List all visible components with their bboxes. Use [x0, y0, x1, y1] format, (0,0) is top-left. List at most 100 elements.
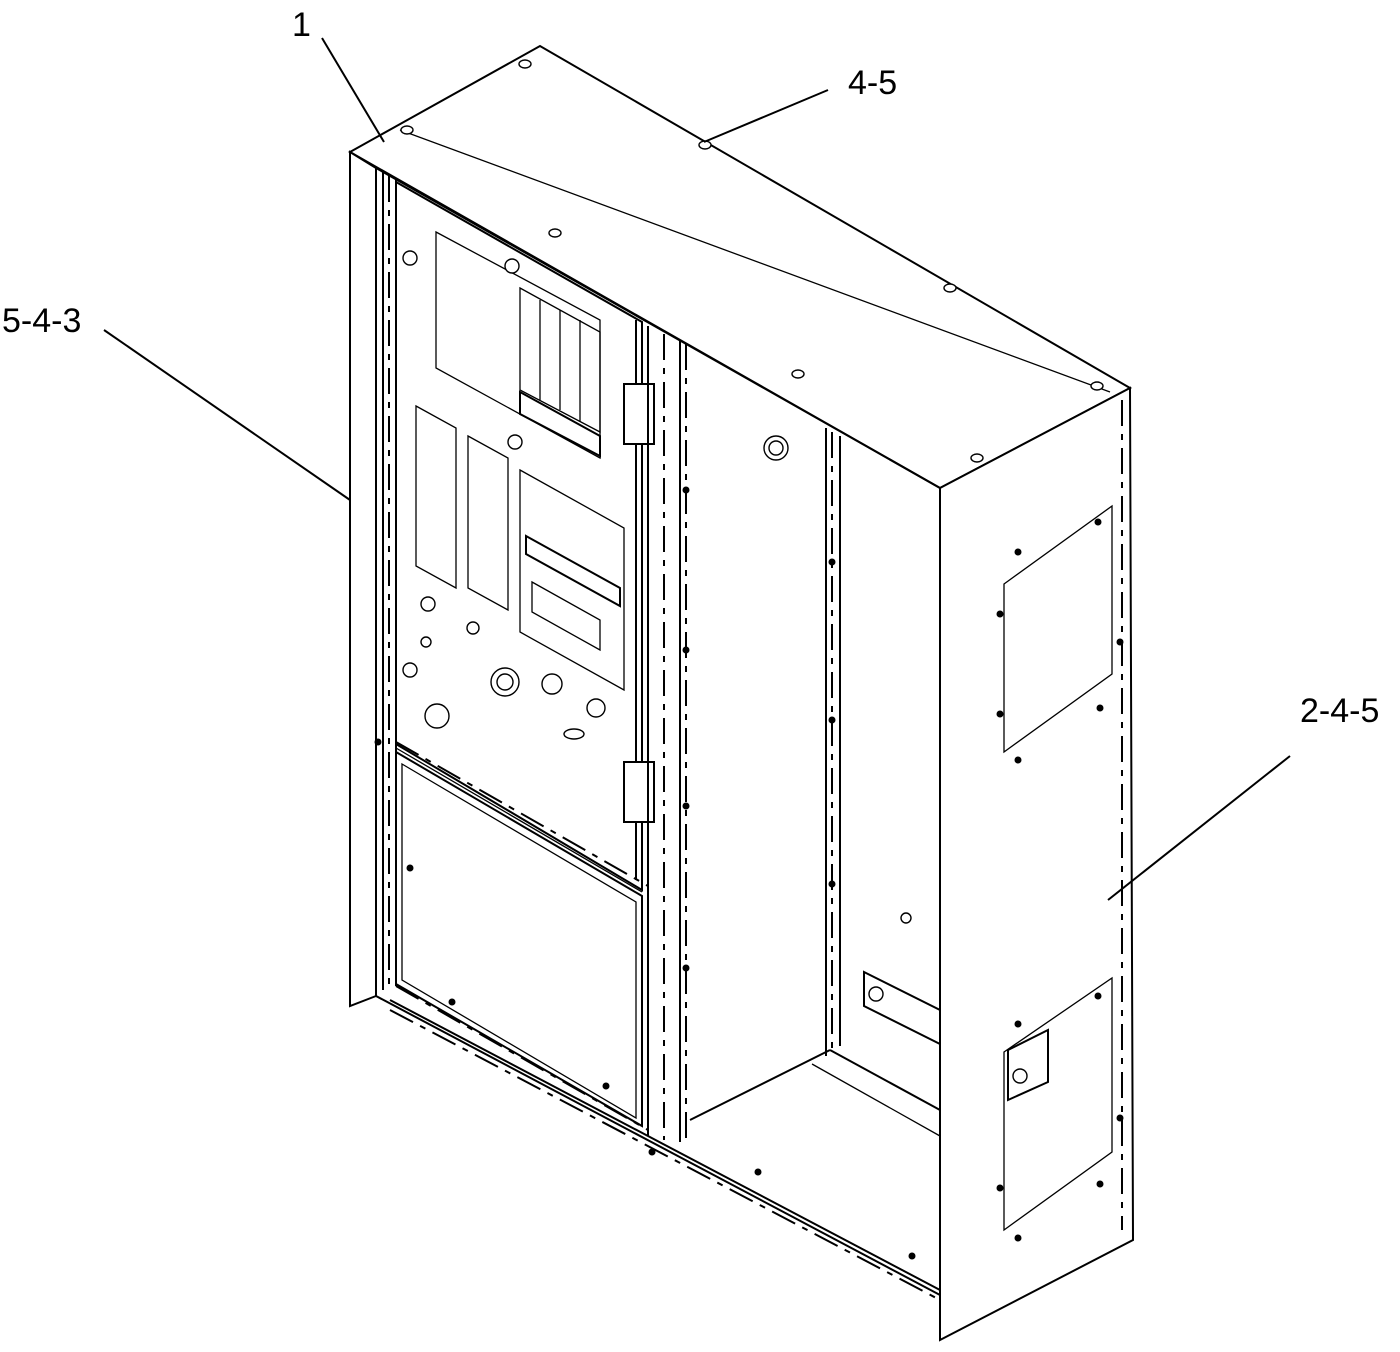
side-cutout-upper	[1003, 504, 1113, 754]
side-cutouts	[1003, 400, 1123, 1232]
key-switch-icon	[563, 728, 585, 740]
rivet-icon	[996, 610, 1004, 618]
left-frame	[382, 172, 397, 990]
top-inner-edge	[399, 129, 1111, 393]
rivet-icon	[1094, 992, 1102, 1000]
bolt-icon	[400, 125, 414, 135]
bolt-icon	[1090, 381, 1104, 391]
floor-edge	[689, 1049, 831, 1121]
cover-inner	[401, 762, 637, 1120]
left-side-strip	[349, 150, 377, 1008]
rivet-icon	[682, 646, 690, 654]
callout-4-5: 4-5	[848, 64, 897, 102]
rivet-icon	[1116, 638, 1124, 646]
connector-icon	[424, 703, 450, 729]
floor-edge	[811, 1063, 941, 1137]
bolt-icon	[791, 369, 805, 379]
rivet-icon	[908, 1252, 916, 1260]
base-line	[389, 999, 941, 1291]
floor-edge	[829, 1049, 941, 1111]
hole-icon	[466, 621, 480, 635]
knob-icon	[507, 434, 523, 450]
terminal-block-lower	[531, 580, 601, 652]
terminal-rail-upper	[519, 390, 601, 458]
pushbutton-icon	[541, 673, 563, 695]
knob-icon	[504, 258, 520, 274]
callout-5-4-3: 5-4-3	[2, 302, 81, 340]
front-top-edge	[375, 167, 941, 489]
rivet-icon	[1014, 548, 1022, 556]
terminal-rail-lower	[525, 534, 621, 608]
callout-2-4-5: 2-4-5	[1300, 692, 1379, 730]
rivet-icon	[682, 802, 690, 810]
busbar	[863, 970, 941, 1046]
lug-icon	[1012, 1068, 1028, 1084]
cover-outline	[395, 750, 643, 1128]
lug-icon	[868, 986, 884, 1002]
hinge-upper-icon	[623, 383, 655, 445]
leader-lines	[103, 37, 1291, 901]
inner-compartment	[689, 428, 941, 1137]
hole-icon	[900, 912, 912, 924]
rivet-icon	[996, 1184, 1004, 1192]
rivet-icon	[754, 1168, 762, 1176]
rivet-icon	[406, 864, 414, 872]
terminal-block-upper	[519, 286, 601, 434]
side-cutout-lower	[1003, 976, 1113, 1232]
cutout-mid	[467, 434, 509, 612]
rivet-icon	[996, 710, 1004, 718]
indicator-icon	[402, 662, 418, 678]
pushbutton-icon	[586, 698, 606, 718]
rivet-icon	[682, 486, 690, 494]
cover-dash	[395, 985, 649, 1131]
rivet-icon	[602, 1082, 610, 1090]
emergency-stop-center-icon	[496, 673, 514, 691]
lower-cover-panel	[389, 741, 941, 1301]
hole-icon	[420, 596, 436, 612]
right-side-panel	[939, 386, 1135, 1342]
cover-dash	[395, 741, 649, 887]
bolt-icon	[548, 228, 562, 238]
front-bottom-edge	[375, 995, 941, 1296]
leader-line-4	[1107, 755, 1291, 901]
rivet-icon	[1014, 1020, 1022, 1028]
bolt-icon	[970, 453, 984, 463]
rivet-icon	[648, 1148, 656, 1156]
cutout-left	[415, 404, 457, 590]
middle-divider	[647, 326, 687, 1142]
door-bottom	[395, 747, 643, 893]
base-dash	[389, 1009, 941, 1301]
lower-cutout	[519, 468, 625, 692]
leader-line-1	[321, 37, 385, 143]
rivet-icon	[828, 880, 836, 888]
upper-cutout	[435, 230, 601, 460]
switch-icon	[420, 636, 432, 648]
rivet-icon	[1014, 1234, 1022, 1242]
rivet-icon	[682, 964, 690, 972]
rivet-icon	[1014, 756, 1022, 764]
rivet-icon	[828, 716, 836, 724]
door-panel	[395, 180, 789, 893]
rivet-icon	[374, 738, 382, 746]
rivet-icon	[448, 998, 456, 1006]
leader-line-2	[703, 89, 829, 143]
rivet-icon	[828, 558, 836, 566]
enclosure-body	[347, 44, 1135, 1342]
leader-line-3	[103, 329, 351, 501]
rivet-icon	[1096, 704, 1104, 712]
grommet-inner-icon	[768, 440, 784, 456]
indicator-icon	[402, 250, 418, 266]
callout-1: 1	[292, 6, 311, 44]
door-outline	[395, 180, 643, 892]
bolt-icon	[518, 59, 532, 69]
rivets	[374, 486, 1124, 1260]
rivet-icon	[1096, 1180, 1104, 1188]
rivet-icon	[1094, 518, 1102, 526]
top-bolts	[400, 59, 1104, 463]
hinge-lower-icon	[623, 761, 655, 823]
callouts: 1 4-5 5-4-3 2-4-5	[2, 6, 1379, 730]
bolt-icon	[943, 283, 957, 293]
top-panel	[347, 44, 1133, 490]
